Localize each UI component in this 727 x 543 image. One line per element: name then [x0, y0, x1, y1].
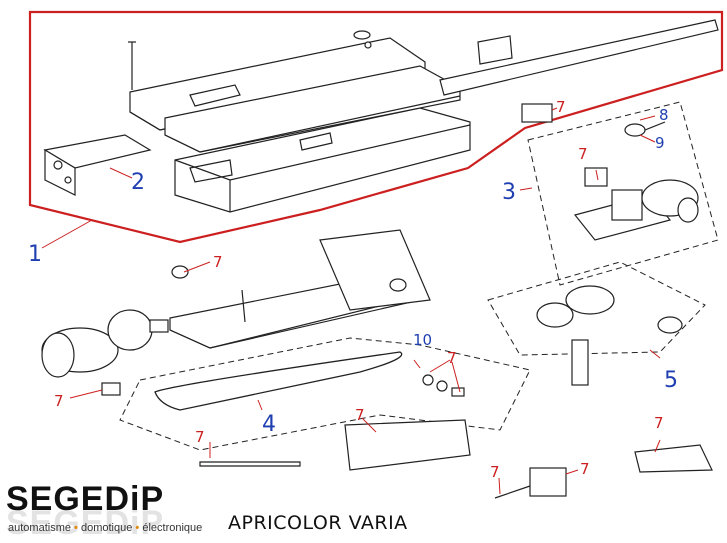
- gear-set: [536, 285, 683, 386]
- callout-7-bracket: 7: [654, 414, 664, 432]
- callout-7-rail: 7: [355, 406, 365, 424]
- callout-7-gland: 7: [213, 253, 223, 271]
- leader-lines: [41, 107, 661, 495]
- chain-dashed-zone: [119, 337, 531, 451]
- brand-logo: SEGEDiP SEGEDiP automatisme • domotique …: [6, 480, 221, 542]
- tagline-part-1: automatisme: [8, 522, 71, 534]
- loose-parts: [101, 374, 713, 499]
- callout-5: 5: [664, 368, 678, 393]
- callout-7-nuts: 7: [447, 349, 457, 367]
- gear-set-dashed-zone: [487, 261, 706, 356]
- drive-chain: [154, 351, 403, 411]
- callout-10: 10: [413, 331, 433, 349]
- brand-tagline: automatisme • domotique • électronique: [8, 522, 202, 534]
- control-board: [521, 103, 699, 241]
- motor-base-assembly: [41, 229, 431, 378]
- callout-7-board-connector: 7: [578, 145, 588, 163]
- callout-9: 9: [655, 134, 665, 152]
- callout-7-pin: 7: [195, 428, 205, 446]
- callout-4: 4: [262, 412, 276, 437]
- callout-1: 1: [28, 242, 42, 267]
- callout-3: 3: [502, 180, 516, 205]
- callout-7-switch: 7: [54, 392, 64, 410]
- brand-logo-reflection: SEGEDiP: [6, 504, 165, 542]
- callout-8: 8: [659, 106, 669, 124]
- tagline-part-2: domotique: [80, 522, 133, 534]
- callout-7-release-left: 7: [490, 463, 500, 481]
- callout-7-board-top: 7: [556, 98, 566, 116]
- tagline-separator: •: [74, 522, 78, 534]
- tagline-part-3: électronique: [142, 522, 203, 534]
- callout-2: 2: [131, 170, 145, 195]
- control-board-dashed-zone: [527, 101, 719, 286]
- tagline-separator: •: [135, 522, 140, 534]
- product-title: APRICOLOR VARIA: [228, 512, 408, 534]
- callout-7-release-right: 7: [580, 460, 590, 478]
- brand-name: SEGEDiP: [6, 480, 165, 518]
- housing-assembly: [43, 19, 719, 213]
- main-assembly-highlight: [28, 10, 724, 244]
